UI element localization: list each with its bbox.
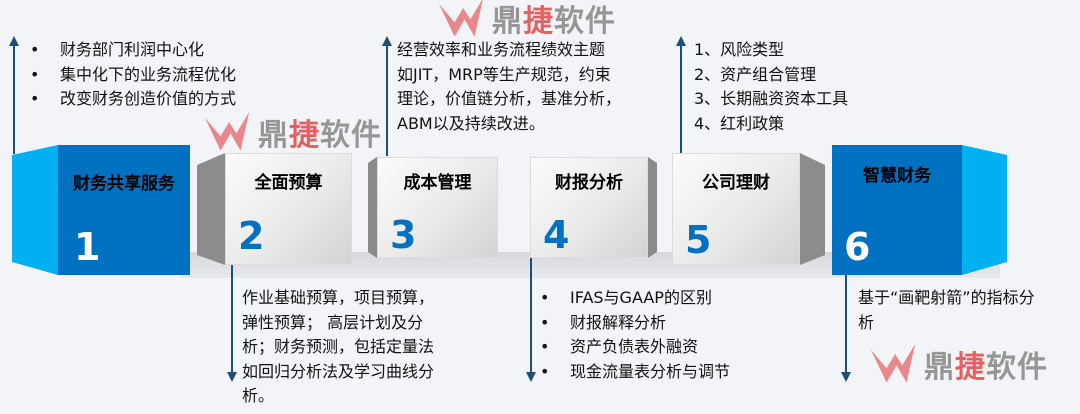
arrow-head-down-icon [841, 372, 851, 382]
note-line: 析。 [242, 386, 275, 405]
note-item: 财务部门利润中心化 [30, 38, 236, 63]
cube-4-side [648, 157, 657, 258]
note-item: 集中化下的业务流程优化 [30, 63, 236, 88]
step-number: 5 [685, 218, 712, 262]
arrow-up-3 [386, 44, 388, 156]
step-number: 6 [844, 225, 871, 269]
step-title: 财报分析 [555, 173, 623, 193]
note-line: 2、资产组合管理 [694, 64, 817, 84]
note-line: 基于“画靶射箭”的指标分 [858, 288, 1035, 307]
note-item: 现金流量表分析与调节 [540, 360, 730, 385]
notes-budget: 作业基础预算，项目预算， 弹性预算； 高层计划及分 析；财务预测，包括定量法 如… [242, 286, 434, 409]
arrow-up-5 [680, 44, 682, 154]
step-1-financial-shared-service: 财务共享服务 1 [58, 145, 190, 275]
notes-corporate-finance: 1、风险类型 2、资产组合管理 3、长期融资资本工具 4、红利政策 [694, 38, 848, 136]
notes-shared-service: 财务部门利润中心化 集中化下的业务流程优化 改变财务创造价值的方式 [30, 38, 236, 112]
note-line: 经营效率和业务流程绩效主题 [397, 40, 606, 59]
step-title: 全面预算 [254, 173, 323, 193]
watermark-logo-icon [204, 112, 250, 151]
note-item: 财报解释分析 [540, 311, 730, 336]
note-line: 1、风险类型 [694, 40, 785, 59]
step-6-smart-finance: 智慧财务 6 [832, 145, 962, 275]
cube-1-side [12, 145, 58, 275]
cube-2-side [197, 153, 225, 265]
note-line: 析；财务预测，包括定量法 [242, 337, 435, 356]
arrow-head-down-icon [227, 372, 237, 382]
step-number: 4 [543, 213, 570, 257]
step-3-cost-management: 成本管理 3 [377, 157, 498, 258]
step-number: 3 [390, 213, 417, 257]
note-line: 理论，价值链分析，基准分析， [397, 89, 622, 108]
watermark-logo: 鼎捷软件 [430, 0, 616, 40]
note-line: 如回归分析法及学习曲线分 [242, 361, 435, 381]
arrow-down-6 [845, 274, 847, 374]
cube-3-side [368, 157, 377, 258]
note-line: 如JIT，MRP等生产规范，约束 [397, 64, 611, 84]
step-number: 2 [238, 214, 265, 258]
arrow-up-1 [13, 44, 15, 154]
step-2-budget: 全面预算 2 [225, 153, 352, 265]
note-line: 弹性预算； 高层计划及分 [242, 312, 424, 332]
step-4-report-analysis: 财报分析 4 [530, 157, 648, 258]
note-item: 资产负债表外融资 [540, 335, 730, 360]
watermark-logo-icon [438, 0, 483, 37]
arrow-down-4 [530, 258, 532, 374]
watermark-logo: 鼎捷软件 [196, 110, 382, 154]
notes-smart-finance: 基于“画靶射箭”的指标分 析 [858, 286, 1035, 335]
step-title: 成本管理 [403, 173, 472, 193]
watermark-logo-icon [870, 344, 916, 383]
arrow-down-2 [231, 264, 233, 374]
note-line: 析 [858, 312, 875, 332]
note-item: 改变财务创造价值的方式 [30, 87, 236, 112]
note-line: 作业基础预算，项目预算， [242, 288, 435, 307]
arrow-head-up-icon [9, 36, 19, 46]
cube-5-side [800, 153, 825, 265]
step-title: 智慧财务 [863, 166, 931, 186]
step-title: 公司理财 [702, 173, 770, 193]
notes-cost-management: 经营效率和业务流程绩效主题 如JIT，MRP等生产规范，约束 理论，价值链分析，… [397, 38, 621, 136]
arrow-head-down-icon [526, 372, 536, 382]
step-5-corporate-finance: 公司理财 5 [672, 153, 800, 265]
arrow-head-up-icon [382, 36, 392, 46]
step-number: 1 [74, 225, 101, 269]
step-title: 财务共享服务 [73, 174, 175, 194]
note-item: IFAS与GAAP的区别 [540, 286, 730, 311]
note-line: 4、红利政策 [694, 113, 785, 133]
note-line: ABM以及持续改进。 [397, 113, 545, 133]
notes-report-analysis: IFAS与GAAP的区别 财报解释分析 资产负债表外融资 现金流量表分析与调节 [540, 286, 730, 384]
cube-6-side [962, 145, 1007, 275]
note-line: 3、长期融资资本工具 [694, 89, 849, 108]
watermark-logo: 鼎捷软件 [862, 342, 1048, 386]
arrow-head-up-icon [676, 36, 686, 46]
